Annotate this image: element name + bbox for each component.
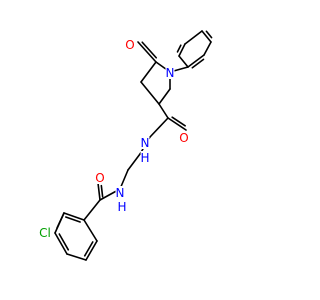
bond-aryl-1-inner (64, 216, 81, 223)
bond-phenyl-4 (187, 54, 205, 68)
atom-background-h_amide1 (140, 151, 150, 164)
bond-aryl-3-inner (58, 233, 70, 251)
bond-carboxamide-co-double (171, 116, 186, 127)
bond-aryl-6 (83, 219, 98, 242)
bond-phenyl-2-inner (205, 30, 213, 39)
atom-label-n_ring: N (166, 66, 175, 80)
atom-background-cl (38, 226, 52, 239)
bond-ring-c5-c4 (140, 61, 157, 83)
atom-background-n_amide1 (140, 136, 150, 149)
bond-carboxamide-cn (149, 117, 169, 138)
atom-label-o_carboxamide: O (179, 131, 188, 145)
atom-background-o_lactam (125, 38, 135, 51)
atom-background-o_benzamide (95, 171, 105, 184)
bond-phenyl-5 (178, 55, 189, 68)
atom-background-n_ring (165, 66, 175, 79)
atom-label-o_benzamide: O (95, 171, 104, 185)
atom-background-h_amide2 (117, 200, 127, 213)
bond-aryl-3 (54, 232, 68, 255)
bond-phenyl-6-inner (176, 44, 182, 53)
bond-benzamide-co-double (100, 184, 104, 198)
bond-aryl-4 (66, 253, 87, 261)
bonds (54, 30, 213, 261)
bond-phenyl-6 (178, 43, 186, 57)
bond-ethyl-n (119, 169, 129, 190)
bond-carboxamide-co (167, 117, 187, 131)
bond-aryl-1 (63, 212, 85, 221)
bond-phenyl-1 (184, 30, 203, 45)
bond-lactam-co (137, 41, 157, 63)
bond-ring-c4-c3 (140, 81, 160, 105)
atom-label-h_amide2: H (117, 200, 126, 214)
atom-background-n_amide2 (115, 186, 125, 199)
bond-c3-carbonyl (158, 103, 169, 119)
bond-aryl-5-inner (83, 241, 94, 257)
atom-label-h_amide1: H (140, 151, 149, 165)
bond-benzamide-co (97, 182, 101, 201)
bond-ethyl (127, 153, 141, 171)
bond-c-cl (56, 212, 65, 229)
atom-label-n_amide1: N (141, 136, 150, 150)
bond-phenyl-3 (203, 41, 212, 56)
bond-carbonyl-aryl (83, 199, 101, 221)
bond-lactam-co-double (141, 41, 158, 59)
bond-phenyl-4-inner (191, 58, 205, 69)
bond-aryl-5 (85, 240, 98, 261)
bond-ring-c3-c2 (158, 88, 171, 105)
atom-label-n_amide2: N (116, 186, 125, 200)
atom-background-o_carboxamide (179, 131, 189, 144)
bond-phenyl-2 (201, 30, 212, 43)
atom-label-cl: Cl (39, 226, 51, 240)
atom-label-o_lactam: O (125, 38, 134, 52)
